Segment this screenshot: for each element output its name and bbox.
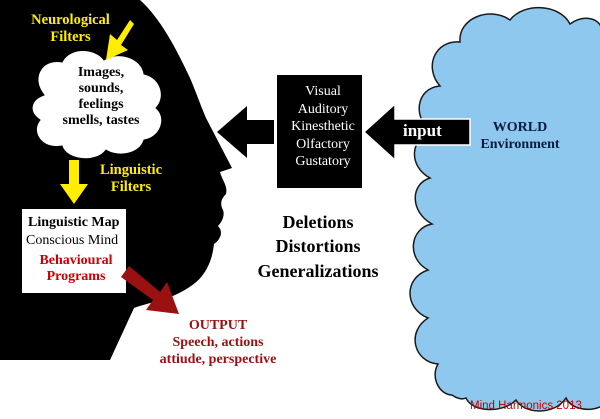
arrow-left-senses [217,106,274,158]
behavioural-programs-label: Behavioural Programs [39,253,113,285]
output-title: OUTPUT [188,318,248,333]
senses-box [275,73,364,190]
process-distortions: Distortions [275,236,361,257]
arrow-left-input [362,102,471,162]
arrow-output [121,266,179,314]
output-label: OUTPUT Speech, actions attiude, perspect… [148,318,288,368]
process-generalizations: Generalizations [257,260,379,281]
neurological-filters-label: Neurological Filters [31,12,110,45]
world-cloud [409,7,600,412]
arrow-down-linguistic [60,160,88,204]
arrow-down-neurological [106,20,134,60]
sense-gustatory: Gustatory [295,154,351,169]
credit-text: Mind Harmonics 2013 [470,400,582,412]
process-deletions: Deletions [282,212,354,232]
linguistic-filters-label: Linguistic Filters [99,162,163,195]
linguistic-map-title: Linguistic Map [28,215,120,230]
filter-processes-list: Deletions Distortions Generalizations [238,210,398,283]
linguistic-map-box [22,209,126,293]
sense-olfactory: Olfactory [296,136,350,152]
sense-visual: Visual [305,84,341,99]
world-environment-label: WORLD Environment [480,120,560,152]
input-label: input [403,121,442,140]
conscious-mind-label: Conscious Mind [26,233,119,248]
sense-kinesthetic: Kinesthetic [291,119,355,134]
sense-auditory: Auditory [297,101,349,117]
senses-list: Visual Auditory Kinesthetic Olfactory Gu… [283,83,363,171]
thought-cloud [31,50,163,160]
internal-representations-label: Images, sounds, feelings smells, tastes [62,65,140,129]
